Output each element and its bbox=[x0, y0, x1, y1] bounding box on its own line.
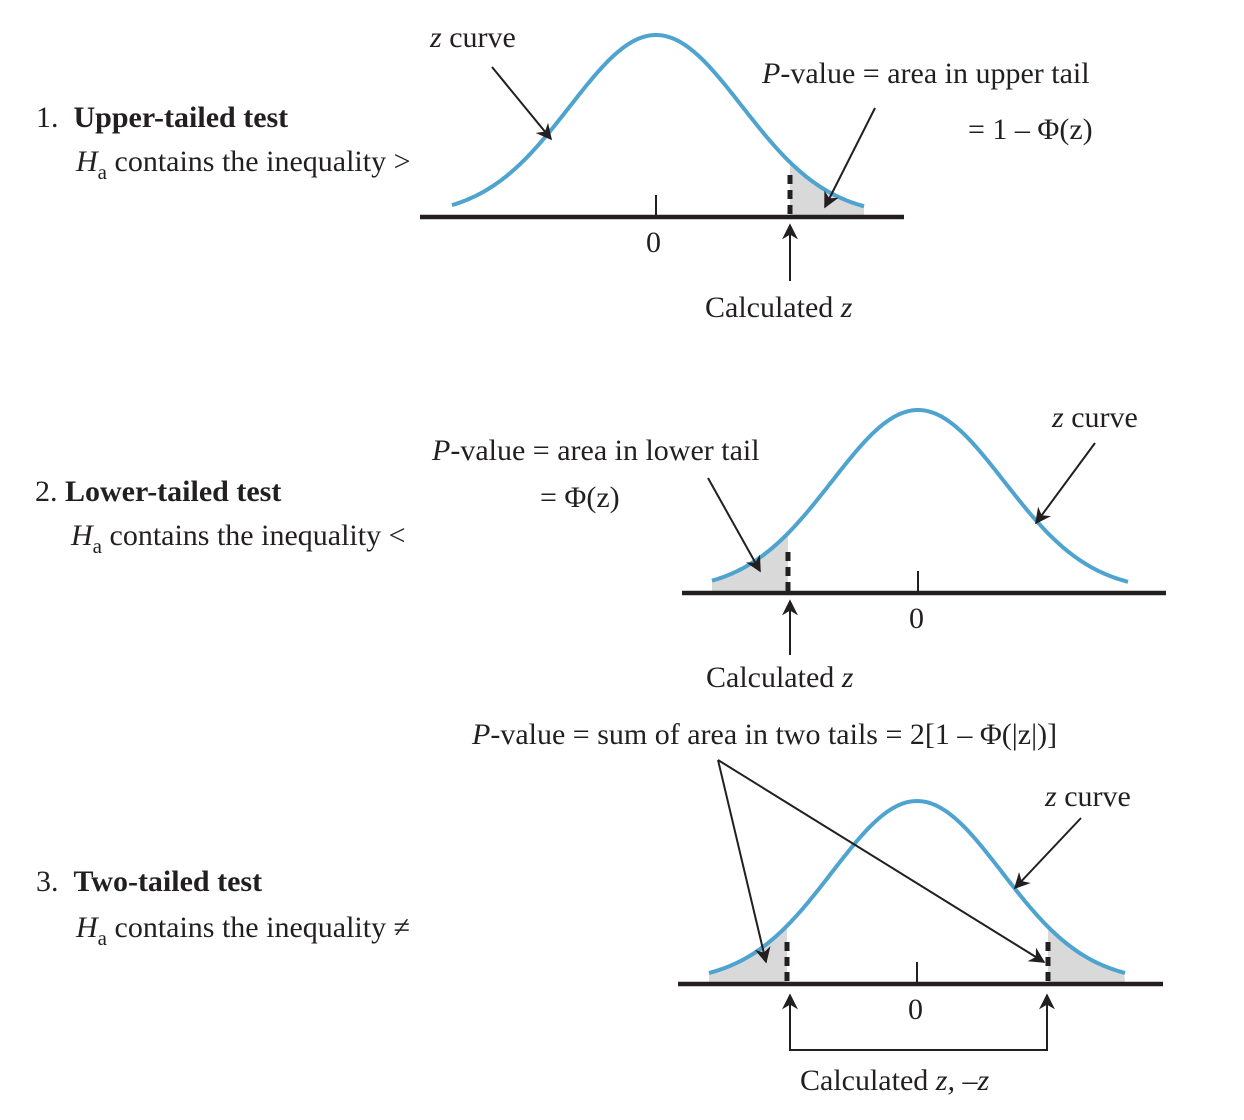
z-curve-line bbox=[711, 408, 1129, 584]
panel-1-pvalue-line2: = 1 – Φ(z) bbox=[968, 113, 1093, 146]
curve-label-var: z bbox=[1045, 780, 1057, 813]
hypothesis-text: contains the inequality ≠ bbox=[114, 911, 411, 944]
tail-pointer-arrow bbox=[707, 477, 761, 573]
hypothesis-symbol: H bbox=[76, 911, 98, 944]
calculated-text: Calculated bbox=[706, 661, 835, 694]
hypothesis-text: contains the inequality > bbox=[114, 145, 411, 178]
panel-2-hypothesis: Ha contains the inequality < bbox=[71, 519, 406, 557]
curve-label-var: z bbox=[1052, 401, 1064, 434]
pvalue-symbol: P bbox=[472, 718, 491, 751]
panel-number: 2. bbox=[35, 475, 58, 508]
hypothesis-subscript: a bbox=[92, 534, 102, 558]
panel-title: Two-tailed test bbox=[73, 865, 263, 898]
panel-title: Lower-tailed test bbox=[65, 475, 282, 508]
z-curve-line bbox=[451, 33, 865, 209]
panel-1-hypothesis: Ha contains the inequality > bbox=[76, 145, 411, 183]
calculated-text: Calculated bbox=[800, 1064, 929, 1097]
panel-2-pvalue-line1: P-value = area in lower tail bbox=[432, 436, 760, 466]
curve-label-text: curve bbox=[1071, 401, 1138, 434]
left-tail-area bbox=[709, 925, 787, 982]
pvalue-text: -value = sum of area in two tails = 2[1 … bbox=[490, 718, 1058, 751]
curve-pointer-arrow bbox=[1035, 442, 1096, 525]
hypothesis-symbol: H bbox=[71, 519, 93, 552]
pvalue-text: -value = area in upper tail bbox=[780, 57, 1090, 90]
curve-label-text: curve bbox=[1064, 780, 1131, 813]
panel-2-heading: 2. Lower-tailed test bbox=[35, 477, 281, 507]
right-tail-pointer-arrow bbox=[717, 759, 1046, 963]
pvalue-symbol: P bbox=[432, 434, 451, 467]
panel-1-graph bbox=[420, 33, 904, 281]
panel-1-heading: 1. Upper-tailed test bbox=[36, 103, 288, 133]
hypothesis-subscript: a bbox=[97, 160, 107, 184]
left-tail-pointer-arrow bbox=[717, 759, 771, 964]
panel-1-calculated-label: Calculated z bbox=[705, 293, 852, 323]
calculated-z-bracket bbox=[789, 1048, 1048, 1051]
panel-1-pvalue-line1: P-value = area in upper tail bbox=[762, 59, 1090, 89]
calculated-var: z bbox=[841, 661, 854, 694]
upper-tail-area bbox=[790, 162, 864, 216]
calculated-var: z bbox=[840, 291, 853, 324]
panel-3-curve-label: z curve bbox=[1045, 782, 1131, 812]
panel-2-curve-label: z curve bbox=[1052, 403, 1138, 433]
panel-title: Upper-tailed test bbox=[73, 101, 289, 134]
curve-pointer-arrow bbox=[1013, 817, 1082, 890]
panel-1-curve-label: z curve bbox=[430, 23, 516, 53]
tail-pointer-arrow bbox=[824, 107, 876, 209]
lower-tail-area bbox=[712, 533, 788, 591]
panel-1-zero-label: 0 bbox=[646, 226, 661, 259]
panel-2-pvalue-line2: = Φ(z) bbox=[540, 481, 620, 514]
panel-3-calculated-label: Calculated z, –z bbox=[800, 1066, 989, 1096]
calculated-text: Calculated bbox=[705, 291, 834, 324]
panel-3-graph bbox=[678, 759, 1163, 1051]
pvalue-text: -value = area in lower tail bbox=[450, 434, 760, 467]
panel-3-pvalue-line: P-value = sum of area in two tails = 2[1… bbox=[472, 720, 1057, 750]
curve-label-var: z bbox=[430, 21, 442, 54]
panel-3-heading: 3. Two-tailed test bbox=[36, 867, 262, 897]
hypothesis-subscript: a bbox=[97, 926, 107, 950]
panel-number: 3. bbox=[36, 865, 59, 898]
curve-label-text: curve bbox=[449, 21, 516, 54]
z-curve-line bbox=[708, 798, 1126, 975]
calculated-var: z, –z bbox=[935, 1064, 990, 1097]
panel-2-calculated-label: Calculated z bbox=[706, 663, 853, 693]
pvalue-symbol: P bbox=[762, 57, 781, 90]
curve-pointer-arrow bbox=[491, 66, 553, 141]
hypothesis-symbol: H bbox=[76, 145, 98, 178]
panel-2-graph bbox=[682, 408, 1166, 655]
hypothesis-text: contains the inequality < bbox=[109, 519, 406, 552]
panel-number: 1. bbox=[36, 101, 59, 134]
panel-2-zero-label: 0 bbox=[909, 602, 924, 635]
panel-3-hypothesis: Ha contains the inequality ≠ bbox=[76, 911, 411, 949]
panel-3-zero-label: 0 bbox=[908, 993, 923, 1026]
